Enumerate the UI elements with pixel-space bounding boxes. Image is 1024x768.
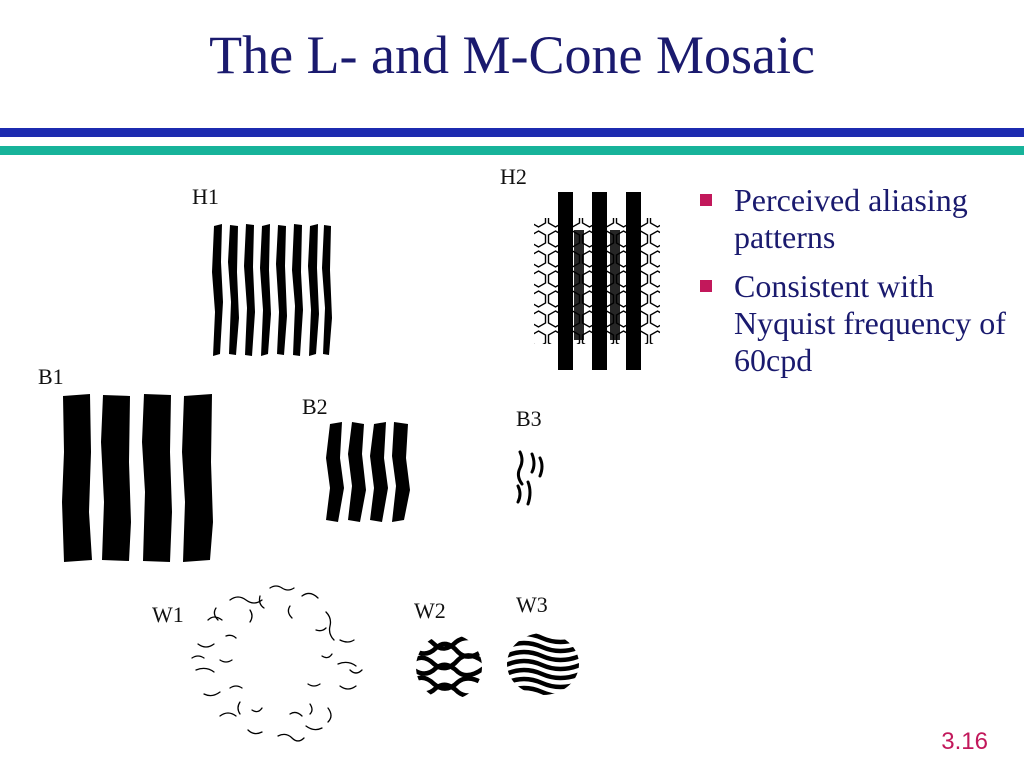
square-bullet-icon: [700, 194, 712, 206]
label-h2: H2: [500, 164, 527, 189]
bullet-text: Consistent with Nyquist frequency of 60c…: [734, 268, 1006, 379]
pattern-w2: [416, 635, 482, 700]
label-b2: B2: [302, 394, 328, 419]
pattern-h2: [534, 192, 660, 370]
pattern-w1: [191, 585, 363, 742]
pattern-h1: [212, 224, 332, 356]
label-w2: W2: [414, 598, 446, 623]
bullet-item: Consistent with Nyquist frequency of 60c…: [700, 268, 1010, 379]
label-h1: H1: [192, 184, 219, 209]
pattern-b3: [516, 450, 544, 506]
square-bullet-icon: [700, 280, 712, 293]
pattern-b1: [62, 394, 213, 562]
pattern-w3: [507, 633, 579, 695]
bullet-text: Perceived aliasing patterns: [734, 182, 968, 256]
label-w1: W1: [152, 602, 184, 627]
bullet-list: Perceived aliasing patterns Consistent w…: [700, 182, 1010, 392]
header-rule-teal: [0, 146, 1024, 155]
header-rule-blue: [0, 128, 1024, 137]
label-w3: W3: [516, 592, 548, 617]
bullet-item: Perceived aliasing patterns: [700, 182, 1010, 256]
pattern-b2: [326, 422, 410, 522]
slide-title: The L- and M-Cone Mosaic: [209, 25, 815, 85]
label-b1: B1: [38, 364, 64, 389]
slide-number: 3.16: [941, 728, 988, 755]
label-b3: B3: [516, 406, 542, 431]
